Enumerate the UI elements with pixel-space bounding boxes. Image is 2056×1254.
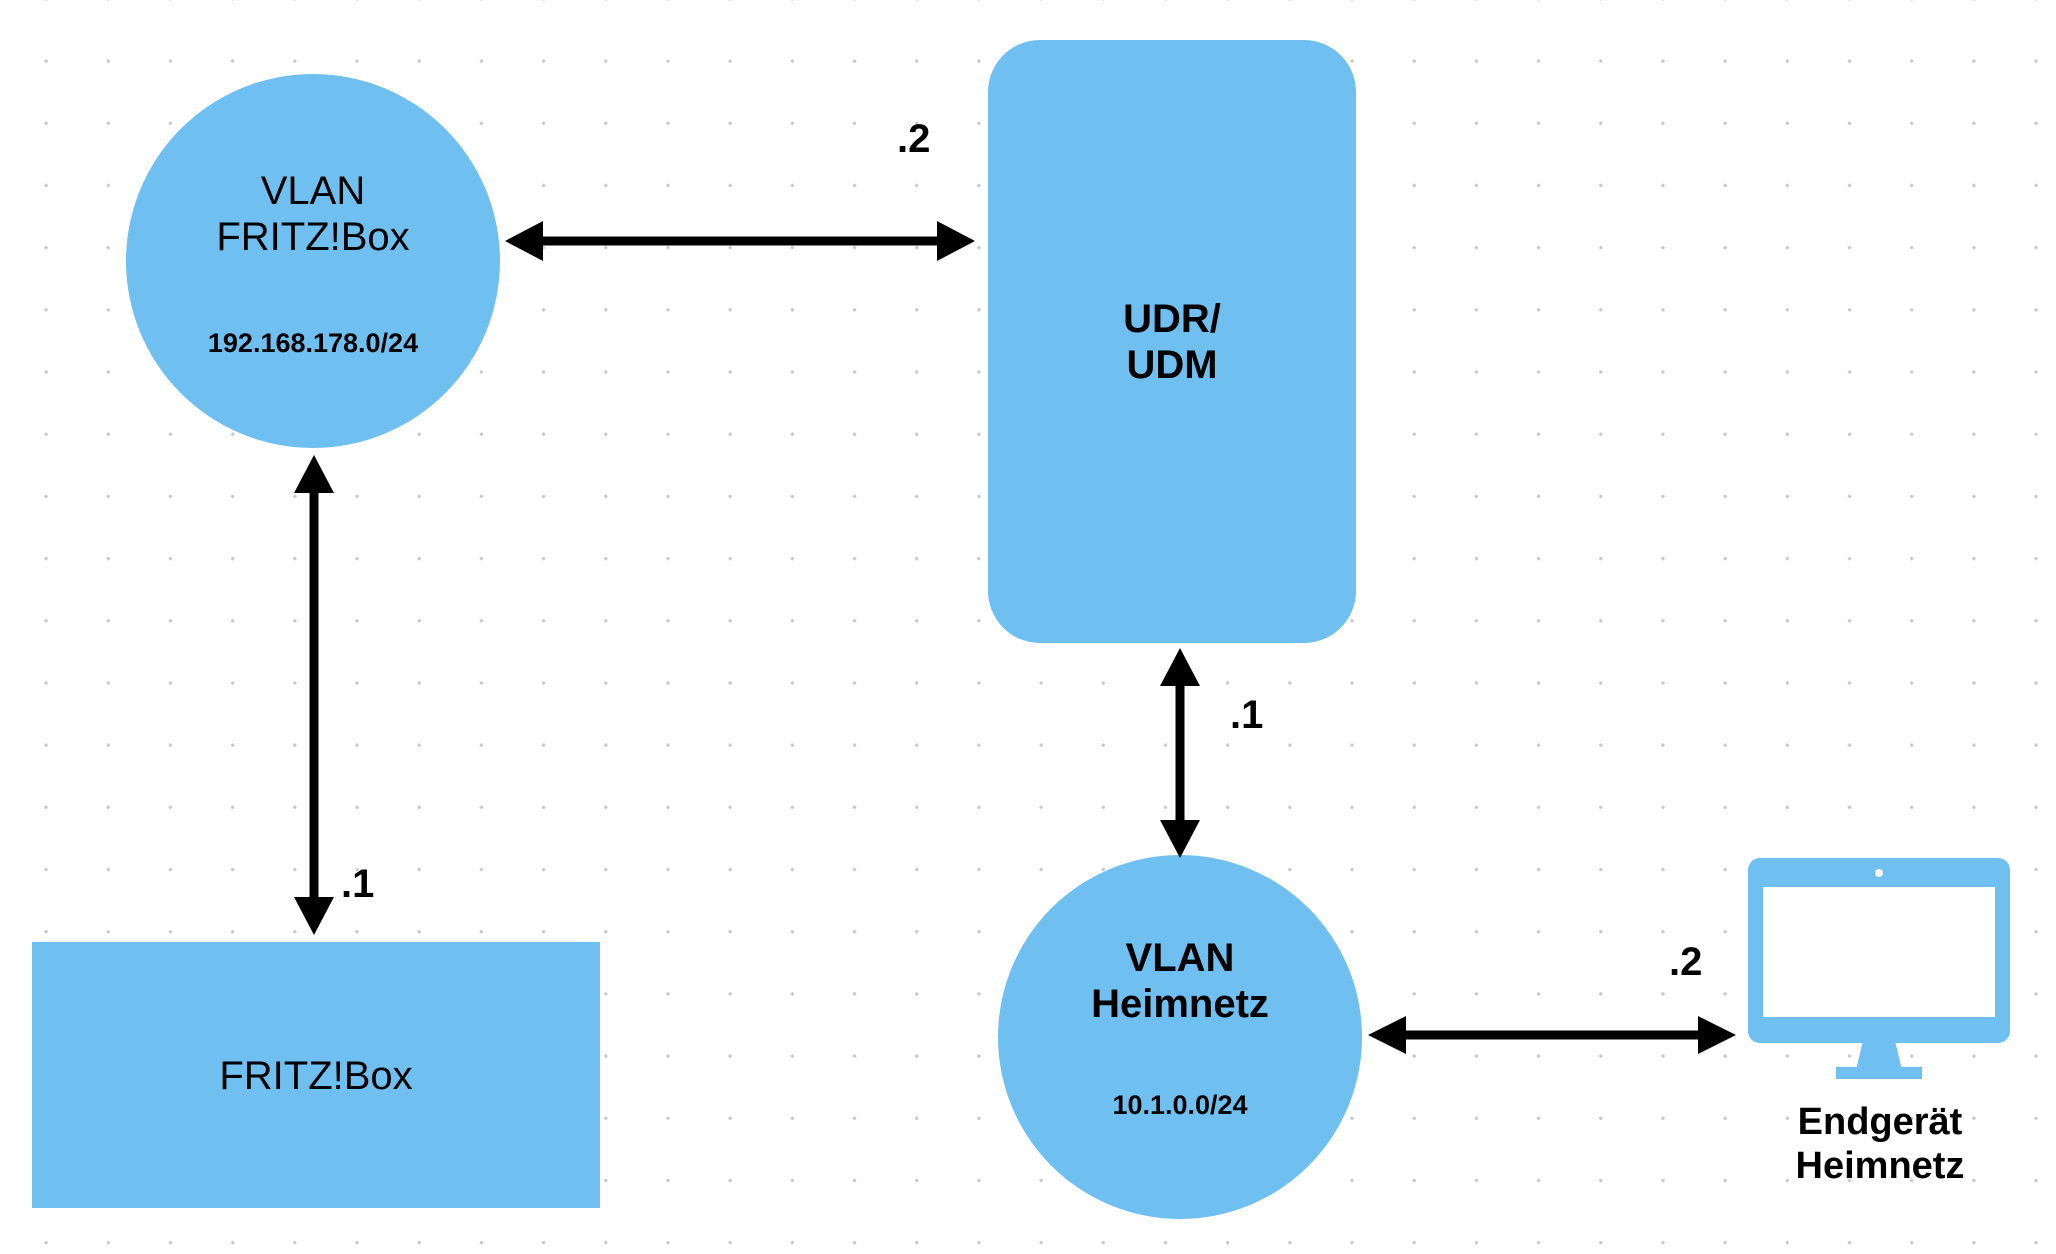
node-udr-udm[interactable]	[988, 40, 1356, 643]
connector-vlan-heimnetz-to-endgeraet[interactable]	[1368, 1005, 1736, 1065]
connector-udr-to-vlan-heimnetz[interactable]	[1140, 648, 1220, 858]
connector-label-vlan-fritzbox-to-udr: .2	[897, 117, 931, 161]
monitor-stand-neck	[1856, 1043, 1902, 1070]
monitor-stand-base	[1836, 1067, 1922, 1079]
webcam-dot-icon	[1875, 869, 1883, 877]
node-endgeraet-heimnetz-label: Endgerät Heimnetz	[1795, 1101, 1965, 1188]
node-fritzbox[interactable]	[32, 942, 600, 1208]
connector-vlan-fritzbox-to-fritzbox[interactable]	[278, 455, 350, 935]
connector-vlan-fritzbox-to-udr[interactable]	[505, 210, 975, 272]
monitor-screen	[1763, 887, 1995, 1017]
monitor-icon[interactable]	[1748, 858, 2010, 1079]
connector-label-vlan-heimnetz-to-endgeraet: .2	[1669, 940, 1703, 984]
node-vlan-heimnetz[interactable]	[998, 855, 1362, 1219]
node-vlan-fritzbox[interactable]	[126, 74, 500, 448]
connector-label-udr-to-vlan-heimnetz: .1	[1230, 693, 1264, 737]
